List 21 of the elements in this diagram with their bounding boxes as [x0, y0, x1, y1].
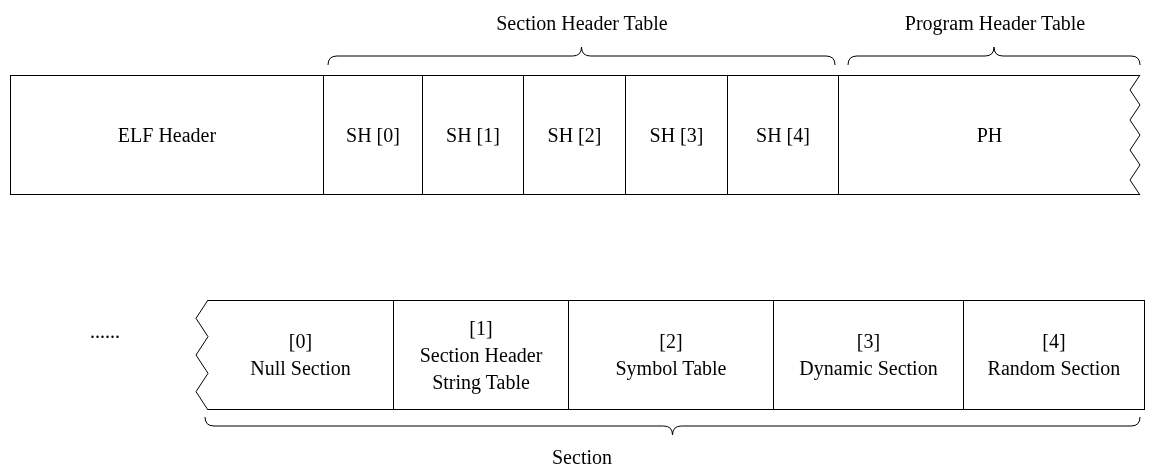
index-label: [3]	[856, 329, 881, 354]
cell-label: ELF Header	[117, 122, 217, 148]
brace-label: Section Header Table	[496, 12, 668, 35]
brace-label: Program Header Table	[904, 12, 1086, 35]
index-label: [0]	[288, 329, 313, 354]
brace-label: Section	[552, 446, 612, 466]
cell-label: Dynamic Section	[799, 356, 938, 382]
cell-label: SH [4]	[756, 122, 810, 148]
cell-label: PH	[976, 122, 1003, 148]
cell-label: SH [1]	[446, 122, 500, 148]
cell-label: SH [3]	[649, 122, 704, 148]
cell-label: Symbol Table	[615, 356, 727, 382]
cell-label: SH [2]	[547, 122, 602, 148]
cell-label: Random Section	[987, 356, 1121, 381]
cell-label: Null Section	[250, 356, 351, 381]
ellipsis: ......	[90, 320, 120, 343]
index-label: [1]	[469, 315, 493, 341]
cell-label: Section Header String Table	[418, 342, 544, 396]
index-label: [4]	[1042, 329, 1066, 354]
cell-label: SH [0]	[346, 122, 400, 148]
index-label: [2]	[659, 329, 683, 354]
